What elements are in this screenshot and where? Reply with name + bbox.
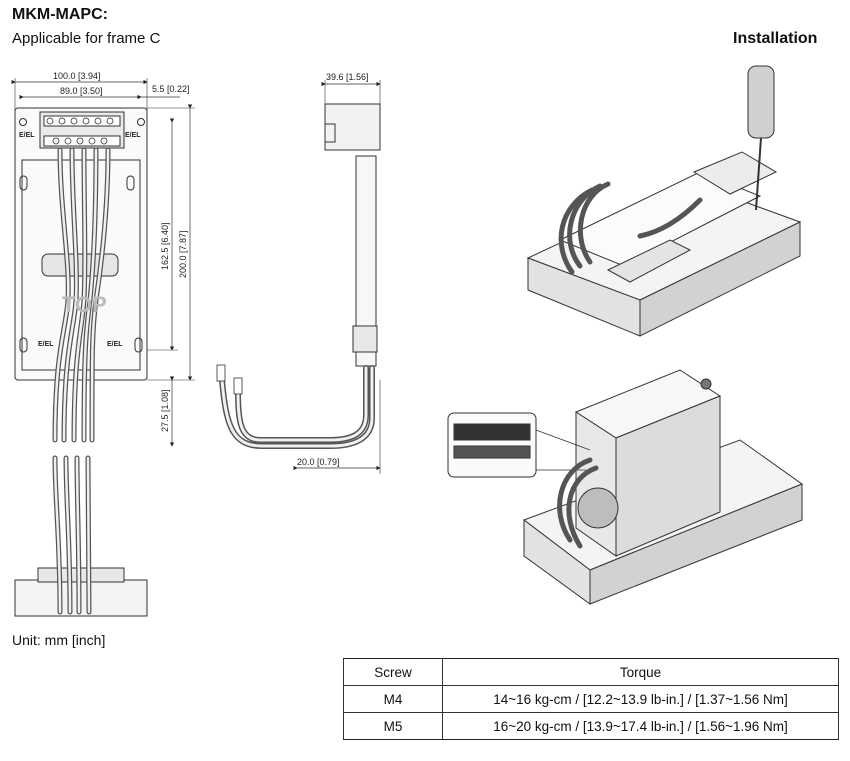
unit-note: Unit: mm [inch] — [12, 632, 106, 648]
ground-label-bottom-left: E/EL — [38, 341, 54, 348]
table-row: M4 14~16 kg-cm / [12.2~13.9 lb-in.] / [1… — [343, 685, 839, 713]
table-row: M5 16~20 kg-cm / [13.9~17.4 lb-in.] / [1… — [343, 712, 839, 740]
cell-torque: 16~20 kg-cm / [13.9~17.4 lb-in.] / [1.56… — [442, 712, 839, 740]
front-view — [11, 78, 195, 447]
header-torque: Torque — [442, 658, 839, 686]
page-title: MKM-MAPC: — [12, 6, 108, 23]
cell-screw: M4 — [343, 685, 443, 713]
dim-depth: 39.6 [1.56] — [326, 72, 369, 82]
side-view — [293, 80, 381, 474]
torque-table: Screw Torque M4 14~16 kg-cm / [12.2~13.9… — [343, 658, 839, 740]
ground-label-top-left: E/EL — [19, 132, 35, 139]
cell-torque: 14~16 kg-cm / [12.2~13.9 lb-in.] / [1.37… — [442, 685, 839, 713]
installation-heading: Installation — [733, 30, 818, 47]
page-subtitle: Applicable for frame C — [12, 30, 161, 47]
dim-width-overall: 100.0 [3.94] — [53, 71, 101, 81]
installation-step-2 — [447, 369, 804, 605]
header-screw: Screw — [343, 658, 443, 686]
dim-bottom-offset: 20.0 [0.79] — [297, 457, 340, 467]
dim-height-holes: 162.5 [6.40] — [160, 222, 170, 270]
ground-label-top-right: E/EL — [125, 132, 141, 139]
ground-label-bottom-right: E/EL — [107, 341, 123, 348]
cell-screw: M5 — [343, 712, 443, 740]
dim-height-overall: 200.0 [7.87] — [178, 230, 188, 278]
dim-lower-offset: 27.5 [1.08] — [160, 389, 170, 432]
table-header-row: Screw Torque — [343, 658, 839, 686]
installation-step-1 — [526, 65, 802, 337]
dim-right-offset: 5.5 [0.22] — [152, 84, 190, 94]
dim-width-holes: 89.0 [3.50] — [60, 86, 103, 96]
top-mark: TOP — [62, 292, 107, 317]
